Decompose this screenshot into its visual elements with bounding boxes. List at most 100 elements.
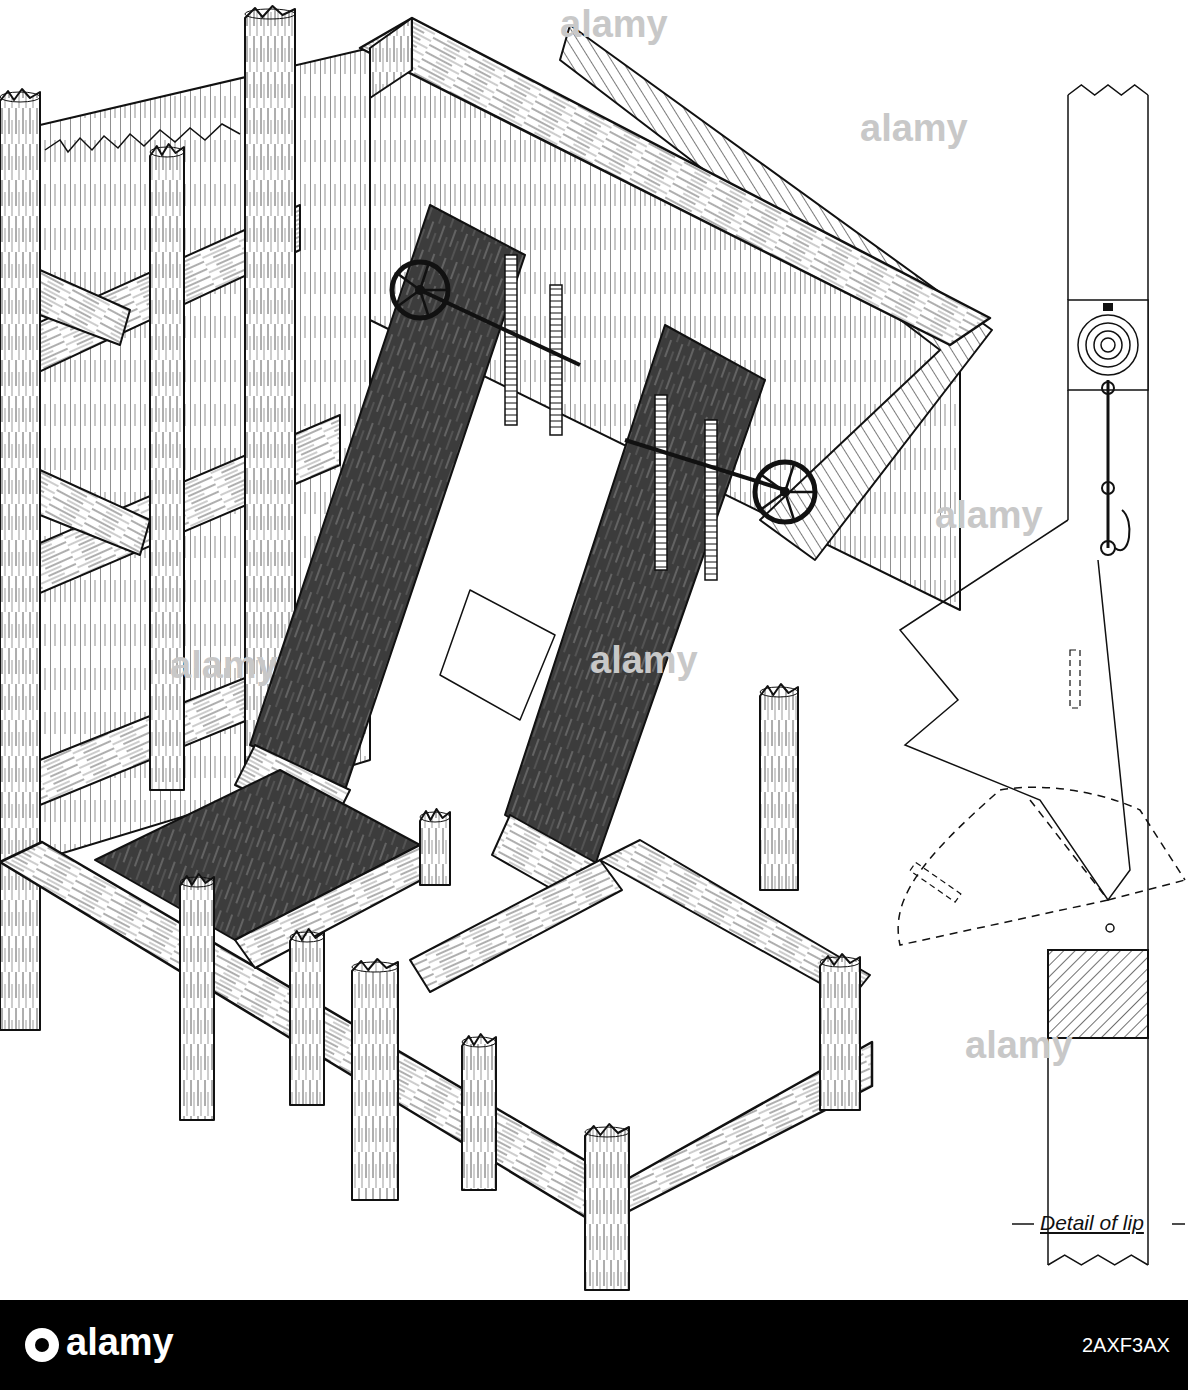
break-line — [1068, 85, 1148, 95]
rack-tooth — [655, 417, 667, 418]
rack-tooth — [655, 561, 667, 562]
rack-tooth — [655, 411, 667, 412]
rack-tooth — [705, 574, 717, 575]
post-top — [420, 812, 450, 822]
timber-post — [585, 1124, 629, 1290]
pivot — [1106, 924, 1114, 932]
handwheel — [755, 462, 815, 522]
detail-caption: Detail of lip — [1040, 1211, 1144, 1234]
timber-post — [180, 874, 214, 1120]
rack-tooth — [655, 495, 667, 496]
dash-mark — [1012, 1223, 1034, 1225]
rack-tooth — [550, 289, 562, 290]
rack-tooth — [655, 549, 667, 550]
rack-tooth — [655, 423, 667, 424]
rack-tooth — [505, 307, 517, 308]
rack-tooth — [505, 367, 517, 368]
rack-tooth — [550, 313, 562, 314]
rack-tooth — [550, 385, 562, 386]
footer-bar — [0, 1300, 1188, 1390]
rack-tooth — [655, 519, 667, 520]
post-top — [245, 9, 295, 19]
rack-tooth — [505, 409, 517, 410]
rack-tooth — [505, 379, 517, 380]
post-top — [820, 957, 860, 967]
rack-tooth — [550, 361, 562, 362]
rack-tooth — [505, 295, 517, 296]
rack-tooth — [550, 421, 562, 422]
rack-tooth — [655, 567, 667, 568]
rack-tooth — [505, 313, 517, 314]
rack-tooth — [505, 265, 517, 266]
handwheel — [392, 262, 448, 318]
rack-tooth — [550, 367, 562, 368]
rack-tooth — [505, 319, 517, 320]
rack-tooth — [655, 489, 667, 490]
rack-tooth — [550, 427, 562, 428]
chute — [505, 325, 765, 865]
rack-tooth — [705, 514, 717, 515]
timber-post — [352, 959, 398, 1200]
rack-tooth — [655, 507, 667, 508]
rack-tooth — [550, 307, 562, 308]
rack-tooth — [655, 501, 667, 502]
rack-tooth — [655, 435, 667, 436]
rack-tooth — [705, 508, 717, 509]
link-rod — [1107, 380, 1110, 548]
rack-tooth — [505, 373, 517, 374]
watermark: alamy — [965, 1025, 1073, 1067]
rack-tooth — [505, 415, 517, 416]
watermark: alamy — [170, 645, 278, 687]
rack-tooth — [550, 349, 562, 350]
rack-tooth — [550, 343, 562, 344]
rack-tooth — [655, 399, 667, 400]
rack-tooth — [505, 349, 517, 350]
rack-tooth — [550, 373, 562, 374]
timber-post — [150, 144, 184, 790]
bolt-ring — [1094, 331, 1122, 359]
rack-tooth — [505, 259, 517, 260]
rack-tooth — [655, 555, 667, 556]
timber-post — [760, 684, 798, 890]
dash-mark — [1172, 1223, 1185, 1225]
rack-tooth — [705, 460, 717, 461]
rack-tooth — [550, 301, 562, 302]
rack-tooth — [505, 325, 517, 326]
bolt-ring — [1086, 323, 1130, 367]
rack-tooth — [655, 513, 667, 514]
rack-tooth — [505, 361, 517, 362]
lip-swung-position — [898, 787, 1185, 945]
watermark: alamy — [590, 640, 698, 682]
watermark: alamy — [860, 108, 968, 150]
bolt-block — [1068, 300, 1148, 390]
rack-tooth — [505, 397, 517, 398]
gear-rack — [655, 395, 667, 570]
sill-beam — [0, 842, 622, 1226]
cross-brace — [40, 270, 130, 345]
timber-post — [420, 809, 450, 885]
gear-rack — [550, 285, 562, 435]
rack-tooth — [705, 448, 717, 449]
timber-post — [0, 89, 40, 1030]
rack-tooth — [705, 550, 717, 551]
rack-tooth — [655, 459, 667, 460]
logo-mark — [25, 1328, 59, 1362]
beam-edge — [1067, 95, 1069, 300]
rack-tooth — [505, 385, 517, 386]
rack-tooth — [505, 343, 517, 344]
wheel-hub — [780, 487, 790, 497]
rack-tooth — [655, 471, 667, 472]
hook — [1115, 510, 1129, 550]
post-top — [352, 962, 398, 972]
rack-tooth — [705, 472, 717, 473]
lip-outline — [900, 520, 1130, 900]
break-line — [1048, 1255, 1148, 1265]
rack-tooth — [705, 484, 717, 485]
post-top — [150, 147, 184, 157]
image-id: 2AXF3AX — [1082, 1334, 1170, 1356]
rack-tooth — [705, 436, 717, 437]
rack-tooth — [655, 429, 667, 430]
rack-tooth — [705, 502, 717, 503]
